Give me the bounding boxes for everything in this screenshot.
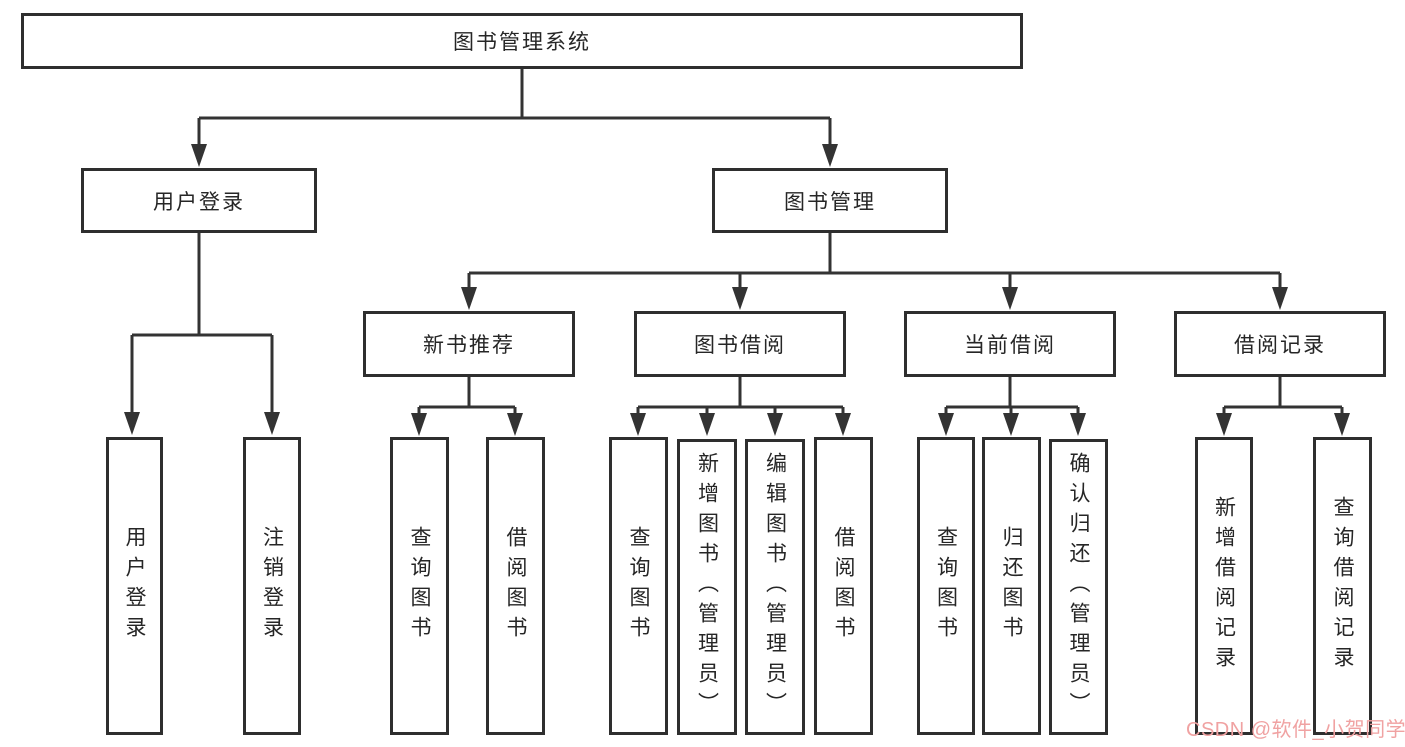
node-leaf-add-borrow-record-label: 新增借阅记录 — [1212, 496, 1236, 676]
node-leaf-user-login: 用户登录 — [106, 437, 163, 735]
node-leaf-user-login-label: 用户登录 — [123, 526, 146, 646]
node-leaf-borrow-books-2: 借阅图书 — [814, 437, 873, 735]
node-leaf-edit-book-admin-label: 编辑图书（管理员） — [763, 452, 787, 722]
node-new-book-recommend: 新书推荐 — [363, 311, 575, 377]
connector-book-management-group — [461, 233, 1288, 310]
node-book-management: 图书管理 — [712, 168, 948, 233]
connector-borrow-record-group — [1216, 377, 1350, 436]
node-leaf-logout-label: 注销登录 — [260, 526, 284, 646]
node-user-login-label: 用户登录 — [153, 190, 245, 214]
node-leaf-query-books-3-label: 查询图书 — [934, 526, 958, 646]
node-leaf-query-books-2: 查询图书 — [609, 437, 668, 735]
connector-book-borrow-group — [630, 377, 851, 436]
node-leaf-logout: 注销登录 — [243, 437, 301, 735]
connector-root-to-branches — [191, 69, 838, 167]
connector-new-book-group — [411, 377, 523, 436]
node-borrowing-records: 借阅记录 — [1174, 311, 1386, 377]
node-leaf-query-books-1-label: 查询图书 — [408, 526, 431, 646]
node-leaf-add-borrow-record: 新增借阅记录 — [1195, 437, 1253, 735]
node-leaf-return-book-label: 归还图书 — [1000, 526, 1023, 646]
node-leaf-borrow-books-1-label: 借阅图书 — [504, 526, 527, 646]
node-current-borrowing-label: 当前借阅 — [964, 334, 1056, 357]
node-new-book-recommend-label: 新书推荐 — [423, 334, 515, 357]
node-current-borrowing: 当前借阅 — [904, 311, 1116, 377]
node-book-borrowing-label: 图书借阅 — [694, 334, 786, 357]
connector-current-borrow-group — [938, 377, 1086, 436]
node-leaf-borrow-books-2-label: 借阅图书 — [832, 526, 855, 646]
node-leaf-query-books-2-label: 查询图书 — [627, 526, 650, 646]
node-leaf-edit-book-admin: 编辑图书（管理员） — [745, 439, 805, 735]
node-leaf-borrow-books-1: 借阅图书 — [486, 437, 545, 735]
node-leaf-query-books-3: 查询图书 — [917, 437, 975, 735]
node-book-borrowing: 图书借阅 — [634, 311, 846, 377]
node-leaf-confirm-return-admin: 确认归还（管理员） — [1049, 439, 1108, 735]
node-leaf-query-borrow-record-label: 查询借阅记录 — [1331, 496, 1354, 676]
node-leaf-query-borrow-record: 查询借阅记录 — [1313, 437, 1372, 735]
node-leaf-add-book-admin: 新增图书（管理员） — [677, 439, 737, 735]
csdn-watermark: CSDN @软件_小贺同学 — [1186, 719, 1405, 741]
node-leaf-add-book-admin-label: 新增图书（管理员） — [695, 452, 719, 722]
node-book-management-label: 图书管理 — [784, 190, 876, 214]
node-leaf-return-book: 归还图书 — [982, 437, 1041, 735]
node-root: 图书管理系统 — [21, 13, 1023, 69]
node-borrowing-records-label: 借阅记录 — [1234, 334, 1326, 357]
node-user-login: 用户登录 — [81, 168, 317, 233]
node-leaf-confirm-return-admin-label: 确认归还（管理员） — [1067, 452, 1090, 722]
node-root-label: 图书管理系统 — [453, 31, 591, 54]
node-leaf-query-books-1: 查询图书 — [390, 437, 449, 735]
connector-user-login-group — [124, 233, 280, 435]
